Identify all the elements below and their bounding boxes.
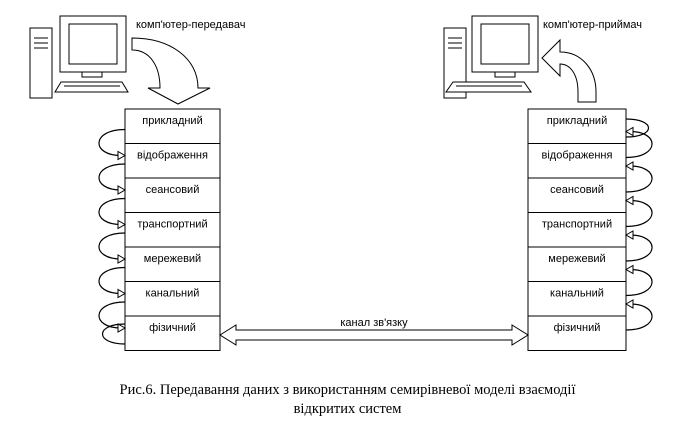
receiver-layer-label: сеансовий [550,184,604,196]
sender-layer-box [124,108,221,144]
sender-layer-box [124,246,221,282]
sender-loop-arrow [98,266,126,295]
receiver-arrow [541,38,597,103]
caption-line-2: відкритих систем [293,401,402,417]
sender-label: комп'ютер-передавач [136,19,245,31]
sender-loop-arrow [98,301,126,329]
receiver-loop-arrowhead [624,195,634,206]
sender-layer-label: канальний [146,288,200,300]
figure-caption: Рис.6. Передавання даних з використанням… [0,381,695,419]
receiver-layer-label: канальний [550,288,604,300]
sender-loop-arrow [98,197,126,226]
receiver-loop-arrow [625,234,653,262]
sender-layer-box [124,177,221,213]
receiver-loop-arrow [625,268,653,297]
sender-loop-arrow [98,232,126,260]
receiver-label: комп'ютер-приймач [543,19,642,31]
sender-layer-label: відображення [137,150,208,162]
receiver-layer-arrows [624,118,653,331]
receiver-layer-box [527,108,627,144]
receiver-loop-arrow [625,165,653,193]
receiver-loop-arrowhead [624,264,634,275]
sender-layer-label: мережевий [144,253,201,265]
receiver-layer-label: транспортний [542,219,612,231]
receiver-loop-arrow [625,199,653,228]
receiver-stack: прикладний відображення сеансовий транспорт… [527,108,627,351]
sender-layer-arrows [98,128,127,345]
sender-loop-arrowhead [117,150,127,161]
receiver-loop-arrowhead [624,230,634,240]
sender-loop-arrowhead [117,254,127,264]
sender-layer-label: прикладний [142,115,202,127]
caption-line-1: Рис.6. Передавання даних з використанням… [119,382,576,398]
sender-layer-label: сеансовий [146,184,200,196]
receiver-loop-arrow [625,130,653,159]
sender-loop-arrowhead [117,288,127,299]
receiver-layer-box [527,315,627,351]
sender-loop-arrow [98,163,126,191]
sender-loop-arrow [98,128,126,157]
receiver-layer-box [527,281,627,317]
sender-layer-box [124,281,221,317]
receiver-layer-label: відображення [542,150,613,162]
channel-label: канал зв'язку [340,317,408,329]
receiver-layer-label: фізичний [554,322,601,334]
sender-loop-arrowhead [117,219,127,230]
receiver-layer-label: мережевий [548,253,605,265]
receiver-computer-icon [443,15,539,99]
sender-loop-arrowhead [117,185,127,195]
sender-computer-icon [29,15,129,99]
receiver-loop-arrowhead [624,299,634,309]
sender-arrow [131,37,211,105]
sender-loop-arrow [102,323,126,345]
sender-stack: прикладний відображення сеансовий транспорт… [124,108,221,351]
receiver-loop-arrowhead [624,161,634,171]
receiver-layer-box [527,143,627,179]
sender-layer-label: транспортний [137,219,207,231]
sender-layer-box [124,143,221,179]
channel-arrow [219,324,529,346]
sender-layer-box [124,315,221,351]
sender-layer-label: фізичний [149,322,196,334]
receiver-loop-arrow [625,303,653,331]
receiver-layer-label: прикладний [547,115,607,127]
receiver-loop-arrowhead [624,126,634,137]
receiver-layer-box [527,177,627,213]
sender-loop-arrowhead [117,323,127,333]
sender-layer-box [124,212,221,248]
receiver-loop-arrow [625,118,649,138]
